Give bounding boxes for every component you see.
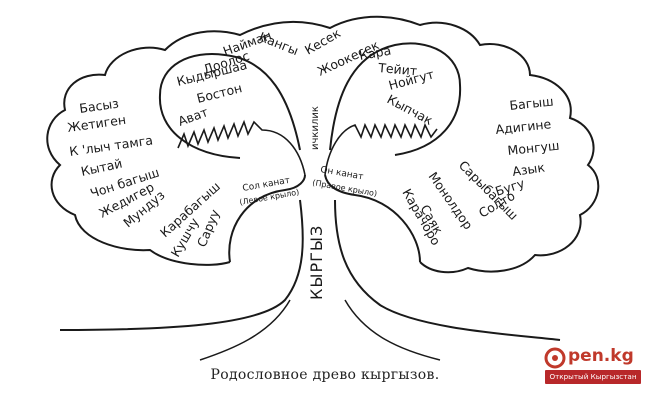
tribe-left-1: Басыз: [78, 96, 119, 116]
top-label: ичкилик: [310, 106, 321, 150]
watermark-logo[interactable]: pen.kg Открытый Кыргызстан: [540, 342, 644, 392]
right-serration: [324, 122, 438, 176]
root-line-2: [344, 299, 441, 361]
tribe-upper-right-6: Кыпчак: [385, 91, 436, 128]
right-wing-note: (Правое крыло): [312, 178, 378, 198]
upper-right-branch: [329, 42, 462, 156]
tribe-upper-right-3: Кара: [358, 43, 392, 63]
watermark-tagline: Открытый Кыргызстан: [545, 370, 641, 384]
open-circle-icon: [544, 347, 566, 369]
watermark-name: pen.kg: [568, 346, 634, 366]
right-lobe: [324, 174, 421, 263]
tribe-right-1: Багыш: [509, 93, 554, 113]
trunk-left: [59, 199, 304, 331]
left-lobe: [228, 174, 306, 263]
upper-left-branch: [158, 53, 301, 159]
tribe-upper-right-1: Кесек: [302, 25, 343, 58]
left-serration: [177, 119, 306, 176]
trunk-right: [334, 199, 561, 341]
tribe-upper-left-6: Ават: [176, 104, 210, 129]
root-line-1: [199, 299, 291, 361]
trunk-label: КЫРГЫЗ: [307, 225, 326, 300]
tribe-right-2: Адигине: [495, 116, 552, 137]
tribe-right-3: Монгуш: [507, 138, 560, 158]
tribe-right-4: Азык: [511, 160, 546, 179]
tribe-upper-left-5: Бостон: [195, 80, 243, 106]
tribe-upper-right-4: Тейит: [377, 60, 418, 78]
tribe-left-4: Кытай: [80, 156, 124, 179]
crown-outline: [46, 15, 600, 274]
tribe-left-3: К 'лыч тамга: [68, 132, 153, 159]
diagram-caption: Родословное древо кыргызов.: [210, 367, 440, 383]
tribe-left-2: Жетиген: [66, 112, 127, 135]
